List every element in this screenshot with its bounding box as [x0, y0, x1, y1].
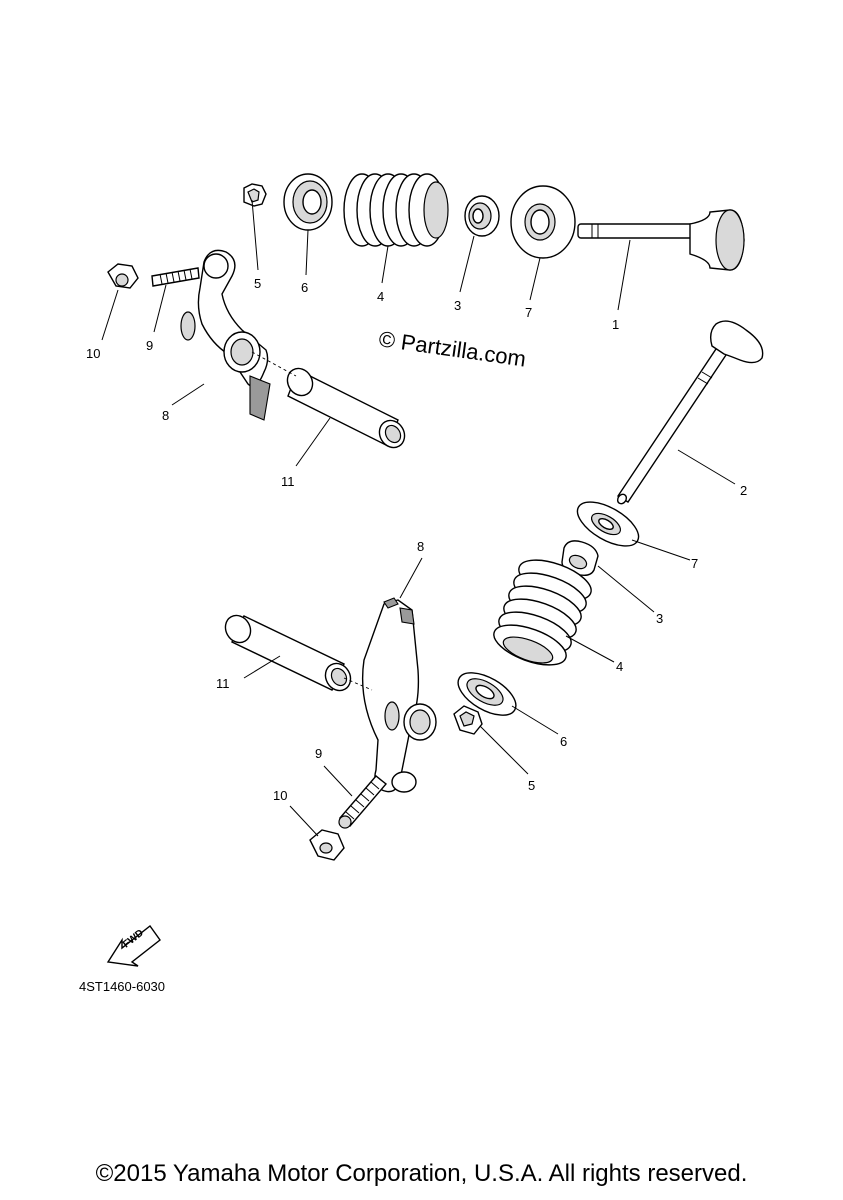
bottom-part-10-nut [309, 829, 345, 861]
bottom-part-11-shaft [224, 614, 373, 692]
callout-bottom-6: 6 [560, 734, 567, 749]
callout-bottom-9: 9 [315, 746, 322, 761]
fwd-arrow-icon: FWD [106, 924, 161, 967]
callout-bottom-2: 2 [740, 483, 747, 498]
top-part-11-shaft [251, 351, 406, 449]
top-part-4-spring [343, 173, 449, 247]
callout-top-5: 5 [254, 276, 261, 291]
top-leader-lines [101, 199, 631, 467]
part-code: 4ST1460-6030 [79, 979, 165, 994]
callout-top-1: 1 [612, 317, 619, 332]
callout-bottom-4: 4 [616, 659, 623, 674]
top-part-3-seal [464, 195, 500, 237]
callout-top-4: 4 [377, 289, 384, 304]
callout-top-9: 9 [146, 338, 153, 353]
top-part-5-cotter [243, 183, 267, 207]
callout-top-7: 7 [525, 305, 532, 320]
callout-top-6: 6 [301, 280, 308, 295]
callout-top-10: 10 [86, 346, 100, 361]
bottom-part-4-spring [493, 559, 592, 666]
callout-bottom-8: 8 [417, 539, 424, 554]
bottom-part-8-rocker-arm [361, 597, 437, 793]
bottom-leader-lines [243, 449, 736, 837]
callout-bottom-10: 10 [273, 788, 287, 803]
bottom-part-2-valve [616, 320, 764, 505]
callout-bottom-11: 11 [216, 676, 230, 691]
top-part-1-valve [577, 209, 745, 271]
bottom-part-6-spring-seat [457, 672, 517, 716]
callout-bottom-3: 3 [656, 611, 663, 626]
copyright-notice: ©2015 Yamaha Motor Corporation, U.S.A. A… [95, 1160, 748, 1187]
top-part-8-rocker-arm [180, 249, 271, 421]
callout-top-11: 11 [281, 474, 295, 489]
callout-bottom-7: 7 [691, 556, 698, 571]
bottom-part-3-seal [561, 540, 599, 577]
bottom-part-5-cotter [453, 705, 483, 735]
callout-bottom-5: 5 [528, 778, 535, 793]
callout-top-8: 8 [162, 408, 169, 423]
top-part-6-spring-seat [283, 173, 333, 231]
top-part-9-screw [151, 267, 200, 287]
bottom-part-7-washer [576, 501, 640, 547]
watermark: © Partzilla.com [377, 326, 527, 371]
callout-top-3: 3 [454, 298, 461, 313]
top-part-7-washer [510, 185, 576, 259]
top-part-10-nut [107, 263, 139, 289]
bottom-part-9-screw [338, 775, 388, 829]
